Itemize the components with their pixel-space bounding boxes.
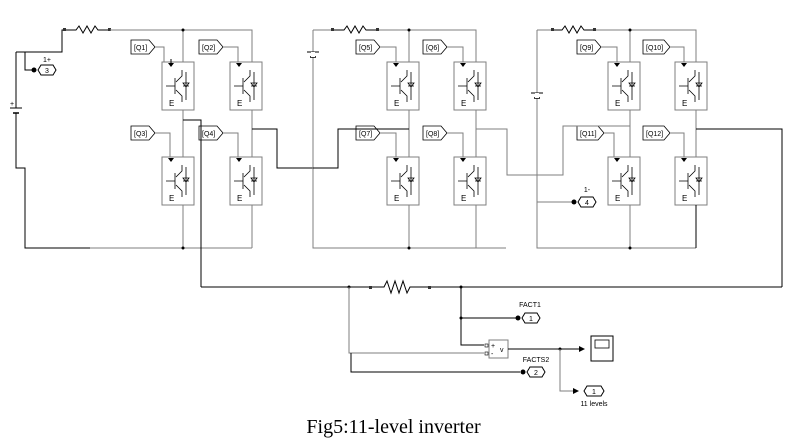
igbt-q5-e: E [394, 99, 399, 108]
vm-plus: + [491, 343, 495, 350]
load-resistor [369, 279, 431, 295]
igbt-q12-e: E [682, 194, 687, 203]
goto-q3-label: [Q3] [134, 131, 147, 138]
igbt-q5[interactable]: E [386, 61, 420, 111]
facts2-label: FACTS2 [523, 357, 550, 364]
stage-3: E [Q9] E [Q10] E [Q11] [531, 24, 783, 287]
igbt-q11[interactable]: E [607, 156, 641, 206]
goto-q4[interactable]: [Q4] [198, 125, 239, 157]
goto-q5[interactable]: [Q5] [355, 39, 397, 62]
igbt-q11-e: E [615, 194, 620, 203]
goto-q11[interactable]: [Q11] [576, 125, 615, 157]
outport-4[interactable]: 4 1- [537, 187, 597, 208]
stage-2: E [Q5] E [Q6] E [Q7] [307, 24, 537, 250]
outport-11-levels[interactable]: 1 11 levels [580, 385, 608, 408]
igbt-q2-e: E [237, 99, 242, 108]
igbt-q2[interactable]: E [229, 61, 263, 111]
goto-q11-label: [Q11] [580, 131, 597, 138]
goto-q2[interactable]: [Q2] [198, 39, 239, 62]
outport-fact1[interactable]: 1 FACT1 [515, 302, 541, 324]
battery-plus: + [10, 101, 14, 108]
goto-q10-label: [Q10] [646, 45, 663, 52]
goto-q6[interactable]: [Q6] [422, 39, 464, 62]
igbt-q4[interactable]: E [229, 156, 263, 206]
fact1-number: 1 [529, 316, 533, 323]
goto-q7[interactable]: [Q7] [355, 125, 397, 157]
igbt-q12[interactable]: E [674, 156, 708, 206]
port-4-label: 1- [584, 187, 591, 194]
igbt-q7-e: E [394, 194, 399, 203]
port-4-number: 4 [585, 200, 589, 207]
goto-q5-label: [Q5] [359, 45, 372, 52]
levels-label: 11 levels [580, 401, 608, 408]
goto-q12[interactable]: [Q12] [642, 125, 685, 157]
igbt-q8[interactable]: E [453, 156, 487, 206]
igbt-q10[interactable]: E [674, 61, 708, 111]
goto-q8-label: [Q8] [426, 131, 439, 138]
outport-facts2[interactable]: 2 FACTS2 [520, 357, 550, 378]
igbt-q9[interactable]: E [607, 61, 641, 111]
stage-1: + 3 1+ E [Q1] E [10, 24, 313, 287]
igbt-q10-e: E [682, 99, 687, 108]
goto-q4-label: [Q4] [202, 131, 215, 138]
facts2-number: 2 [534, 370, 538, 377]
dc-resistor-1 [63, 24, 111, 35]
igbt-q8-e: E [461, 194, 466, 203]
goto-q7-label: [Q7] [359, 131, 372, 138]
goto-q6-label: [Q6] [426, 45, 439, 52]
vm-v: v [500, 347, 504, 354]
igbt-q7[interactable]: E [386, 156, 420, 206]
port-3-label: 1+ [43, 57, 51, 64]
scope[interactable] [590, 335, 614, 362]
igbt-q1[interactable]: E [161, 59, 195, 111]
dc-resistor-3 [537, 24, 596, 35]
goto-q9[interactable]: [Q9] [576, 39, 618, 62]
battery-2 [307, 51, 319, 58]
goto-q1-label: [Q1] [134, 45, 147, 52]
goto-q2-label: [Q2] [202, 45, 215, 52]
goto-q3[interactable]: [Q3] [130, 125, 171, 157]
voltage-measurement[interactable]: + - v [484, 339, 509, 359]
goto-q9-label: [Q9] [580, 45, 593, 52]
goto-q12-label: [Q12] [646, 131, 663, 138]
igbt-q3-e: E [169, 194, 174, 203]
goto-q10[interactable]: [Q10] [642, 39, 685, 62]
battery-3 [531, 92, 543, 99]
igbt-q6[interactable]: E [453, 61, 487, 111]
battery-1: + [10, 52, 252, 249]
igbt-q1-e: E [169, 99, 174, 108]
fact1-label: FACT1 [519, 302, 541, 309]
outport-3[interactable]: 3 1+ [24, 52, 57, 76]
goto-q1[interactable]: [Q1] [130, 39, 165, 62]
igbt-q6-e: E [461, 99, 466, 108]
load-section: + - v 1 FACT1 2 FACTS2 1 11 level [201, 279, 782, 408]
dc-resistor-2 [313, 24, 379, 35]
igbt-q9-e: E [615, 99, 620, 108]
igbt-q3[interactable]: E [161, 156, 195, 206]
figure-caption: Fig5:11-level inverter [306, 416, 481, 438]
vm-minus: - [491, 351, 494, 358]
port-3-number: 3 [45, 68, 49, 75]
goto-q8[interactable]: [Q8] [422, 125, 464, 157]
igbt-q4-e: E [237, 194, 242, 203]
levels-number: 1 [592, 389, 596, 396]
